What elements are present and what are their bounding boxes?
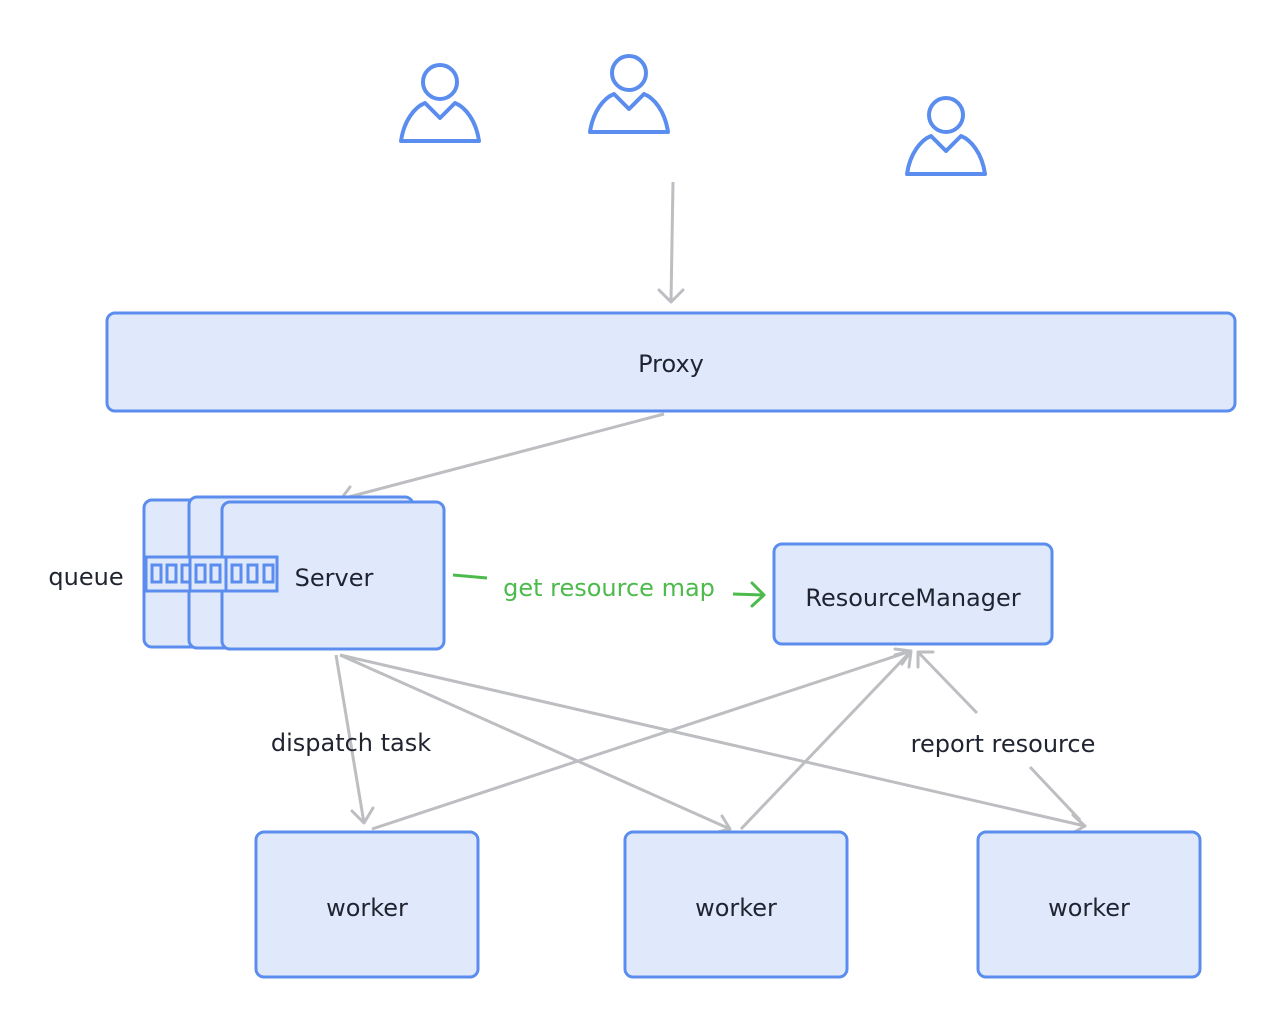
worker-node: worker xyxy=(976,830,1202,979)
connector-dispatch-worker-1 xyxy=(334,654,375,825)
user-icon xyxy=(905,96,987,176)
user-icon xyxy=(399,63,481,143)
connector-users-to-proxy xyxy=(657,181,685,304)
report-resource-label: report resource xyxy=(911,730,1096,758)
get-resource-map-label: get resource map xyxy=(503,574,715,602)
worker-label: worker xyxy=(695,894,777,922)
connector-report-worker-1 xyxy=(371,647,913,831)
connector-get-resource-map xyxy=(452,573,766,608)
worker-label: worker xyxy=(1048,894,1130,922)
proxy-node: Proxy xyxy=(105,311,1237,413)
server-node: Server xyxy=(142,495,446,651)
proxy-label: Proxy xyxy=(638,350,704,378)
resource-manager-label: ResourceManager xyxy=(805,584,1020,612)
queue-label: queue xyxy=(48,563,123,591)
resource-manager-node: ResourceManager xyxy=(772,542,1054,646)
connector-report-worker-2 xyxy=(739,649,913,831)
user-icon xyxy=(588,54,670,134)
worker-node: worker xyxy=(623,830,849,979)
server-label: Server xyxy=(295,564,374,592)
dispatch-task-label: dispatch task xyxy=(271,729,431,757)
worker-label: worker xyxy=(326,894,408,922)
connector-proxy-to-server xyxy=(339,412,665,506)
queue-icon xyxy=(144,555,279,593)
worker-node: worker xyxy=(254,830,480,979)
connector-report-worker-3 xyxy=(916,650,1082,822)
